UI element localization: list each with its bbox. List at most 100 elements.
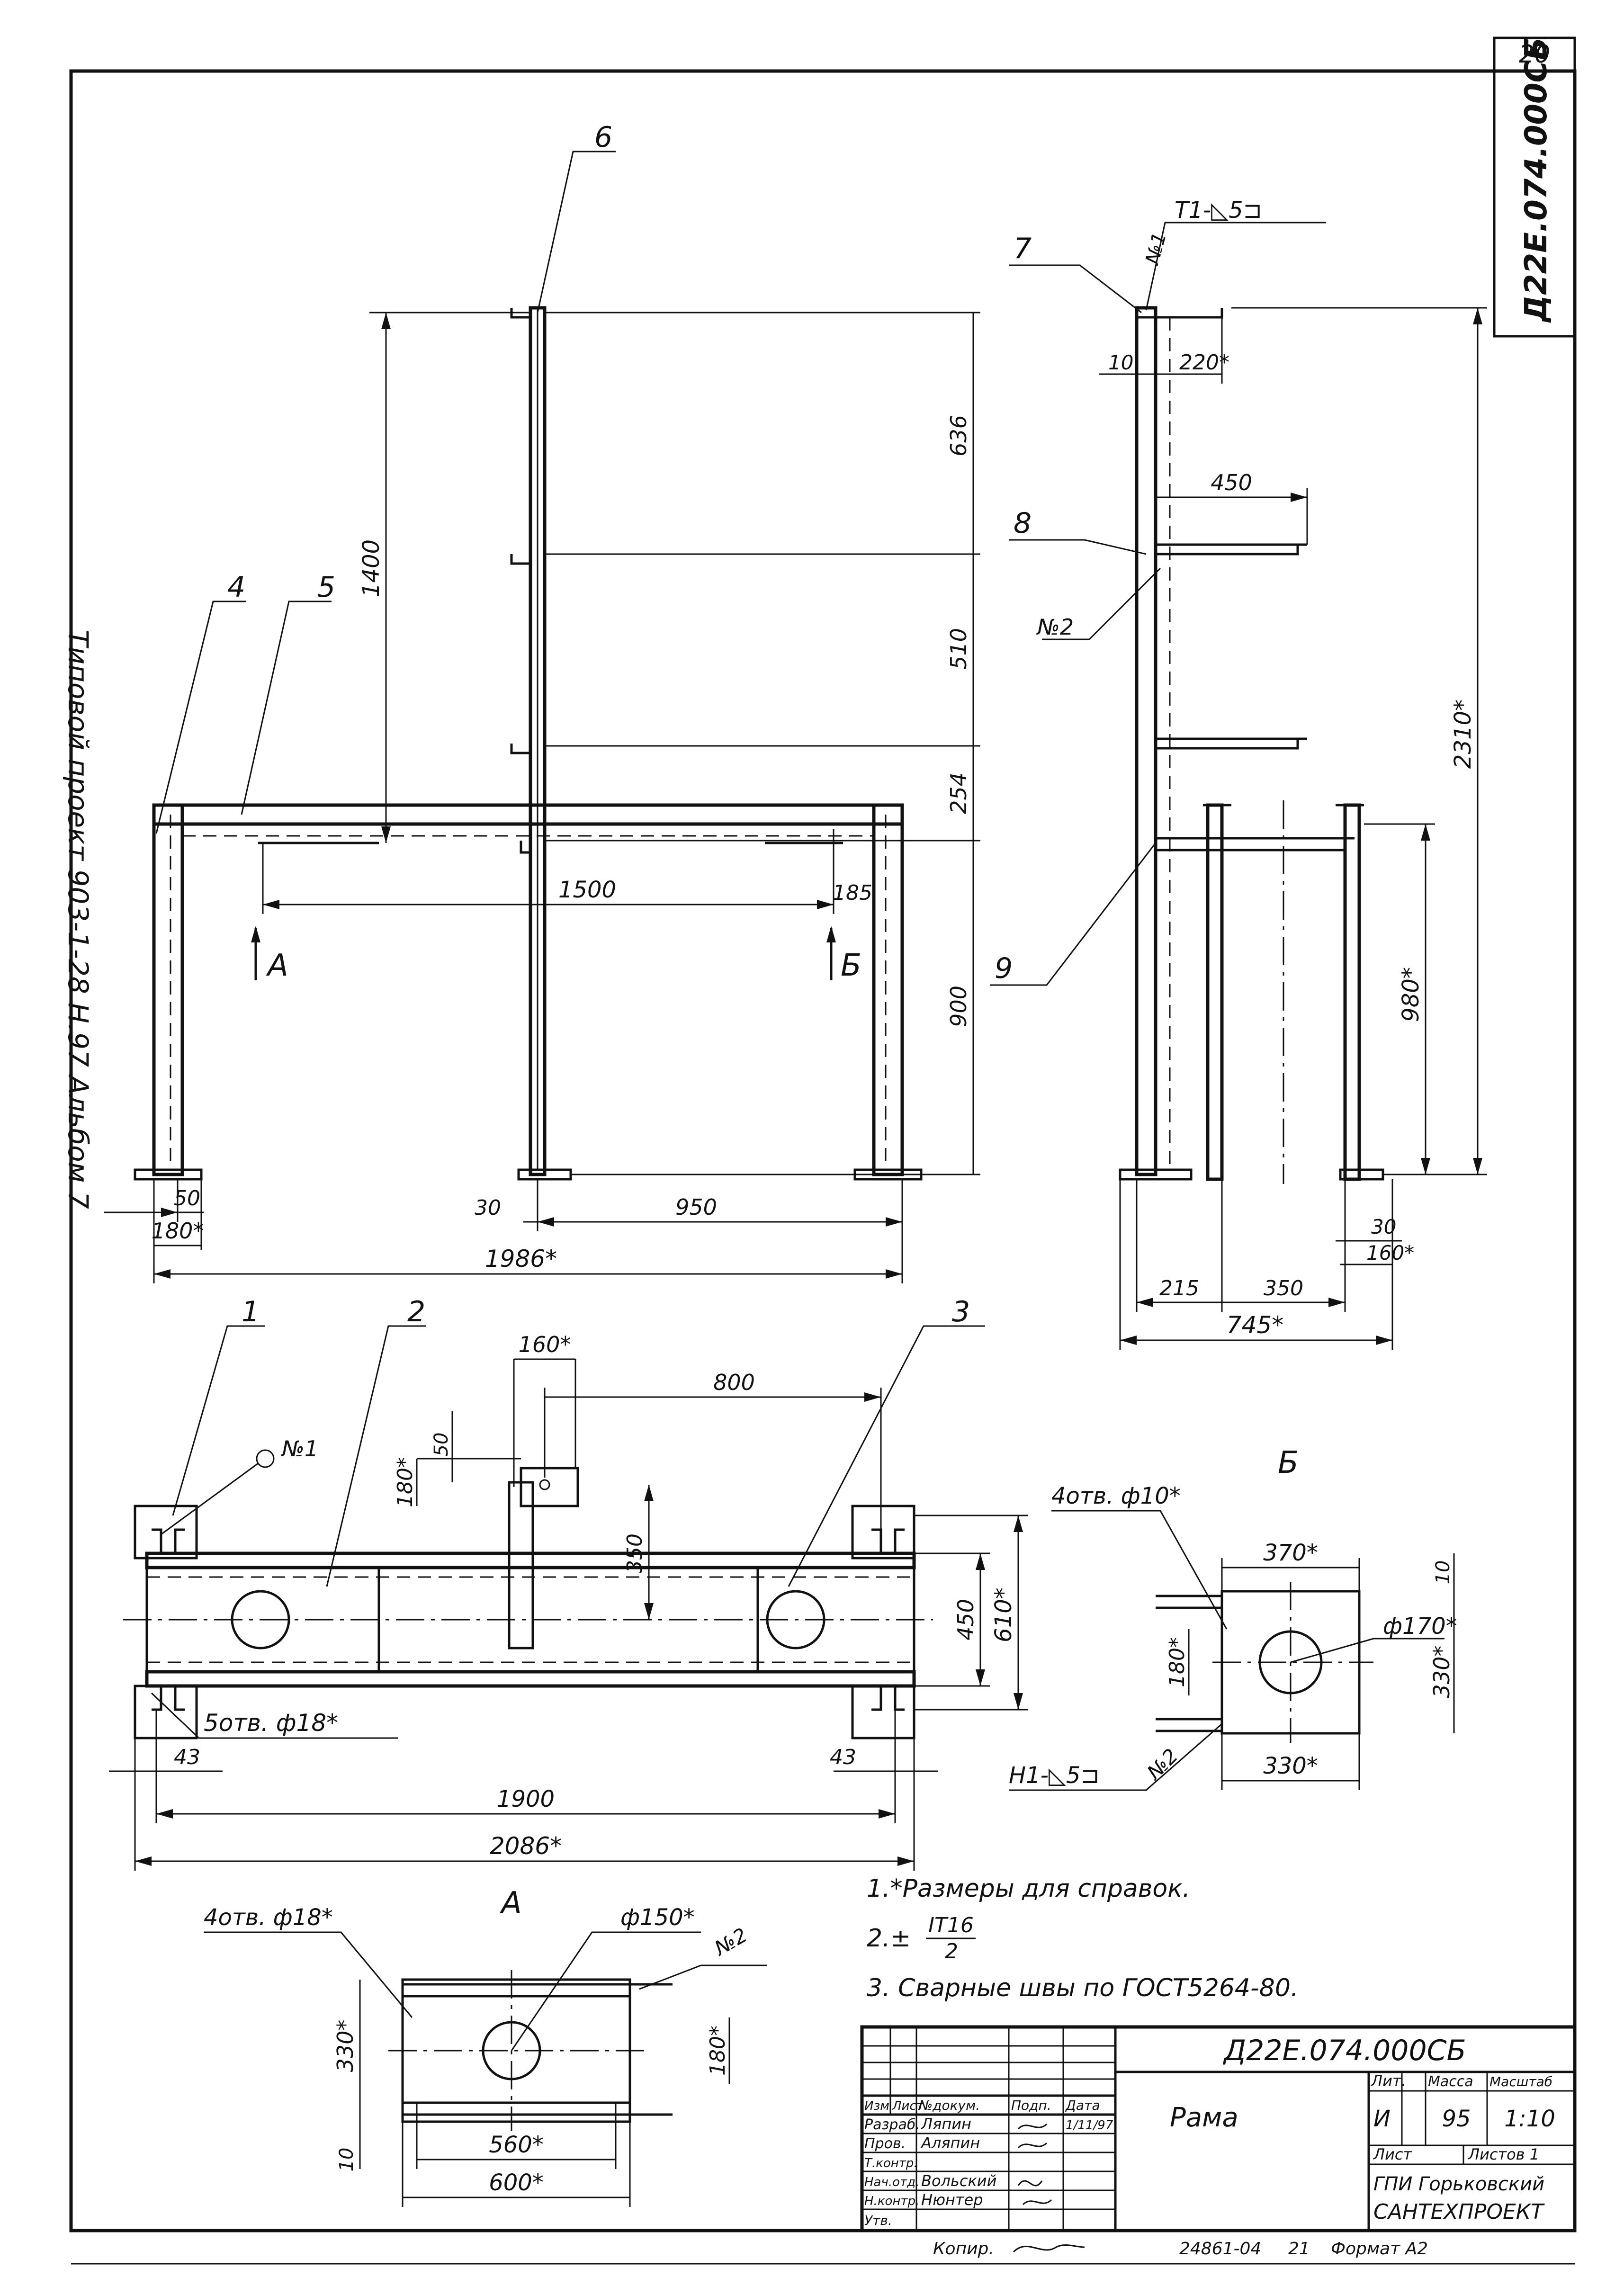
album-stamp: Типовой проект 903-1-28 Н.97 Альбом 7 (62, 630, 94, 1209)
note-2-prefix: 2.± (867, 1924, 911, 1953)
weld-no1-side: №1 (1141, 230, 1171, 268)
callout-4: 4 (227, 571, 245, 604)
dim-220-star: 220* (1179, 350, 1229, 375)
tb-nkontr-name: Нюнтер (921, 2191, 983, 2209)
tb-row-tkontr: Т.контр. (864, 2156, 918, 2170)
tb-org-2: САНТЕХПРОЕКТ (1373, 2200, 1545, 2224)
detail-a-dim-330: 330* (332, 2020, 358, 2072)
dim-510: 510 (946, 628, 971, 670)
title-name: Рама (1170, 2102, 1238, 2133)
plan-view: №1 5отв. ф18* 1 2 3 160* 800 50 180* 350 (109, 1295, 1028, 1871)
dim-185: 185 (833, 881, 872, 905)
dim-50: 50 (174, 1186, 200, 1210)
dim-1500: 1500 (558, 877, 616, 903)
section-mark-b: Б (841, 948, 861, 983)
document-code-rotated: Д22Е.074.000СБ (1519, 37, 1554, 323)
dim-30-side: 30 (1371, 1215, 1396, 1238)
detail-a-dia: ф150* (620, 1904, 695, 1931)
footer-number: 24861-04 (1179, 2239, 1261, 2259)
tb-nachotd-name: Вольский (921, 2172, 996, 2190)
tb-org-1: ГПИ Горьковский (1373, 2173, 1544, 2195)
front-view: 1400 636 510 254 900 1500 185 А Б 50 (104, 121, 980, 1283)
detail-a-holes: 4отв. ф18* (204, 1904, 333, 1931)
callout-8: 8 (1014, 507, 1032, 540)
detail-b-dim-180: 180* (1165, 1637, 1189, 1687)
dim-180-star: 180* (152, 1218, 204, 1244)
dim-43-left: 43 (174, 1745, 200, 1769)
dim-215: 215 (1159, 1276, 1199, 1300)
dim-2310-star: 2310* (1450, 699, 1476, 769)
title-doc-code: Д22Е.074.000СБ (1222, 2034, 1466, 2067)
detail-a-title: А (499, 1886, 522, 1921)
dim-50-plan: 50 (431, 1433, 452, 1457)
tb-sheets: Листов 1 (1468, 2145, 1539, 2163)
detail-b-weld-label: Н1-◺5⊐ (1009, 1762, 1100, 1789)
tb-scale-head: Масштаб (1489, 2074, 1552, 2089)
dim-254: 254 (946, 772, 971, 814)
dim-980-star: 980* (1398, 967, 1424, 1022)
note-2-denominator: 2 (945, 1939, 958, 1963)
callout-1: 1 (242, 1295, 260, 1328)
footer-page: 21 (1288, 2239, 1310, 2259)
detail-b-title: Б (1278, 1445, 1299, 1480)
dim-350-side: 350 (1264, 1276, 1303, 1300)
tb-row-utv: Утв. (864, 2213, 892, 2228)
footer: Копир. 24861-04 21 Формат А2 (933, 2239, 1428, 2259)
detail-b-dim-330-v: 330* (1429, 1646, 1454, 1698)
title-block: Д22Е.074.000СБ Рама Изм Лист №докум. Под… (860, 2025, 1577, 2232)
side-view: Т1-◺5⊐ №1 10 220* 450 2310* 980* 215 (990, 197, 1487, 1350)
note-1: 1.*Размеры для справок. (867, 1874, 1190, 1903)
tb-lit: И (1373, 2106, 1391, 2132)
dim-800: 800 (713, 1370, 755, 1395)
sheet-frame (69, 36, 1577, 2265)
dim-10-side: 10 (1108, 351, 1133, 374)
detail-b-dia: ф170* (1383, 1613, 1457, 1640)
detail-b-dim-330-h: 330* (1263, 1753, 1318, 1779)
tb-mass-head: Масса (1428, 2073, 1473, 2090)
footer-format: Формат А2 (1331, 2239, 1428, 2259)
tb-head-list: Лист (892, 2099, 924, 2113)
dim-160-star-plan: 160* (519, 1332, 571, 1357)
tb-mass: 95 (1442, 2106, 1471, 2132)
footer-copied: Копир. (933, 2239, 994, 2259)
note-2-numerator: IT16 (928, 1913, 974, 1937)
weld-label-t1: Т1-◺5⊐ (1175, 197, 1262, 224)
dim-1400: 1400 (358, 539, 385, 597)
callout-2: 2 (407, 1295, 425, 1328)
tb-prov-name: Аляпин (920, 2134, 980, 2152)
dim-950: 950 (675, 1194, 717, 1220)
dim-1900: 1900 (497, 1786, 555, 1812)
tb-head-podp: Подп. (1011, 2098, 1051, 2113)
detail-b: Б 4отв. ф10* ф170* 370* 10 330* 180* 330… (1009, 1445, 1457, 1791)
dim-370-star: 370* (1263, 1540, 1318, 1566)
detail-b-dim-10: 10 (1432, 1560, 1454, 1585)
callout-6: 6 (594, 121, 612, 154)
note-3: 3. Сварные швы по ГОСТ5264-80. (867, 1974, 1298, 2002)
dim-350-plan: 350 (623, 1533, 647, 1573)
tb-row-prov: Пров. (864, 2135, 906, 2152)
dim-636: 636 (946, 415, 971, 457)
weld-no1-plan: №1 (280, 1436, 318, 1461)
dim-610-star: 610* (990, 1587, 1017, 1642)
weld-no2-side: №2 (1036, 614, 1074, 640)
dim-450-side: 450 (1211, 470, 1252, 495)
dim-30: 30 (475, 1196, 501, 1220)
dim-43-right: 43 (830, 1745, 856, 1769)
section-mark-a: А (266, 948, 288, 983)
dim-745-star: 745* (1227, 1311, 1283, 1339)
tb-head-data: Дата (1065, 2098, 1100, 2113)
callout-7: 7 (1014, 232, 1032, 265)
tb-row-nkontr: Н.контр. (864, 2194, 919, 2208)
tb-scale: 1:10 (1504, 2106, 1555, 2132)
detail-a-dim-10: 10 (336, 2148, 358, 2172)
tb-row-nachotd: Нач.отд. (864, 2175, 919, 2189)
detail-a-dim-560: 560* (489, 2132, 544, 2158)
dim-450-plan: 450 (953, 1599, 978, 1641)
callout-3: 3 (952, 1295, 970, 1328)
technical-notes: 1.*Размеры для справок. 2.± IT16 2 3. Св… (867, 1874, 1298, 2002)
sheet-number: 20 (1519, 40, 1550, 69)
tb-row-razrab: Разраб. (864, 2116, 920, 2133)
tb-razrab-name: Ляпин (921, 2115, 971, 2133)
detail-a-dim-180: 180* (706, 2026, 730, 2076)
